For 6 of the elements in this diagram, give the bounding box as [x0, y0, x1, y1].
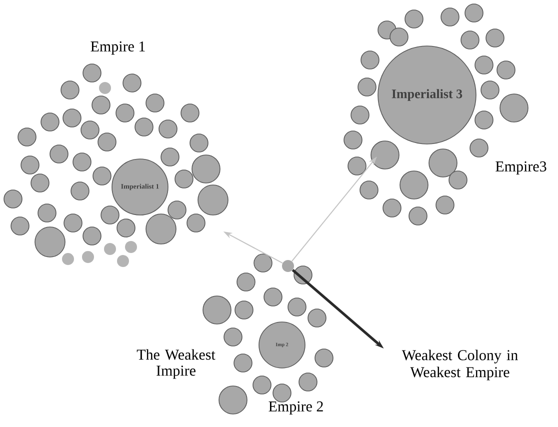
callout-text: Weakest Colony in Weakest Empire	[402, 350, 518, 380]
empire-label: Empire 1	[90, 41, 145, 55]
empire-label: The Weakest Impire	[136, 349, 216, 379]
empire-label: Empire 2	[268, 401, 323, 415]
colony-circle	[282, 260, 294, 272]
empire-label: Empire3	[496, 161, 546, 175]
